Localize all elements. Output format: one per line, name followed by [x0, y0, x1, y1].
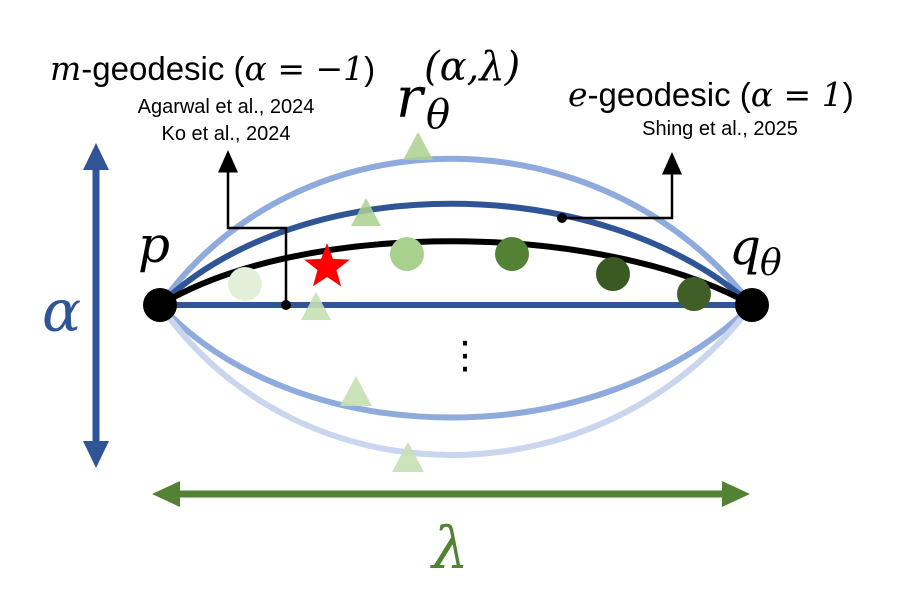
curve-top-light: [157, 155, 755, 307]
e-geodesic-label: e-geodesic (α = 1): [568, 75, 854, 114]
m-geodesic-pointer: [218, 150, 288, 305]
point-marker: [390, 237, 424, 271]
endpoint-q: [735, 288, 769, 322]
triangle-marker: [392, 442, 424, 472]
star-marker: [304, 243, 350, 287]
curve-e-geodesic: [157, 200, 754, 308]
triangle-marker: [403, 132, 433, 160]
m-ref-2: Ko et al., 2024: [162, 123, 291, 145]
q-subscript: θ: [760, 243, 782, 284]
r-subscript: θ: [426, 92, 450, 138]
q-label: q: [729, 218, 761, 276]
point-marker: [495, 237, 529, 271]
alpha-arrow: [83, 143, 109, 468]
lambda-arrow: [152, 481, 750, 507]
m-ref-1: Agarwal et al., 2024: [138, 96, 315, 118]
point-marker: [596, 257, 630, 291]
triangle-marker: [351, 198, 381, 226]
alpha-label: α: [42, 277, 81, 345]
triangle-marker: [340, 376, 372, 406]
m-geodesic-label: m-geodesic (α = −1): [50, 49, 375, 88]
lambda-label: λ: [430, 514, 469, 582]
endpoint-p: [143, 288, 177, 322]
point-marker: [677, 277, 711, 311]
curve-lower-light: [157, 303, 755, 458]
curve-lower-mid: [157, 302, 755, 421]
r-superscript: (α,λ): [424, 44, 520, 90]
e-geodesic-pointer: [562, 152, 682, 220]
point-marker: [228, 267, 262, 301]
r-symbol: r: [396, 66, 426, 131]
curve-mixture: [158, 238, 754, 308]
e-ref-1: Shing et al., 2025: [642, 118, 798, 140]
p-label: p: [138, 216, 170, 274]
triangle-marker: [301, 292, 331, 320]
more-curves-ellipsis: ⋮: [446, 335, 484, 377]
